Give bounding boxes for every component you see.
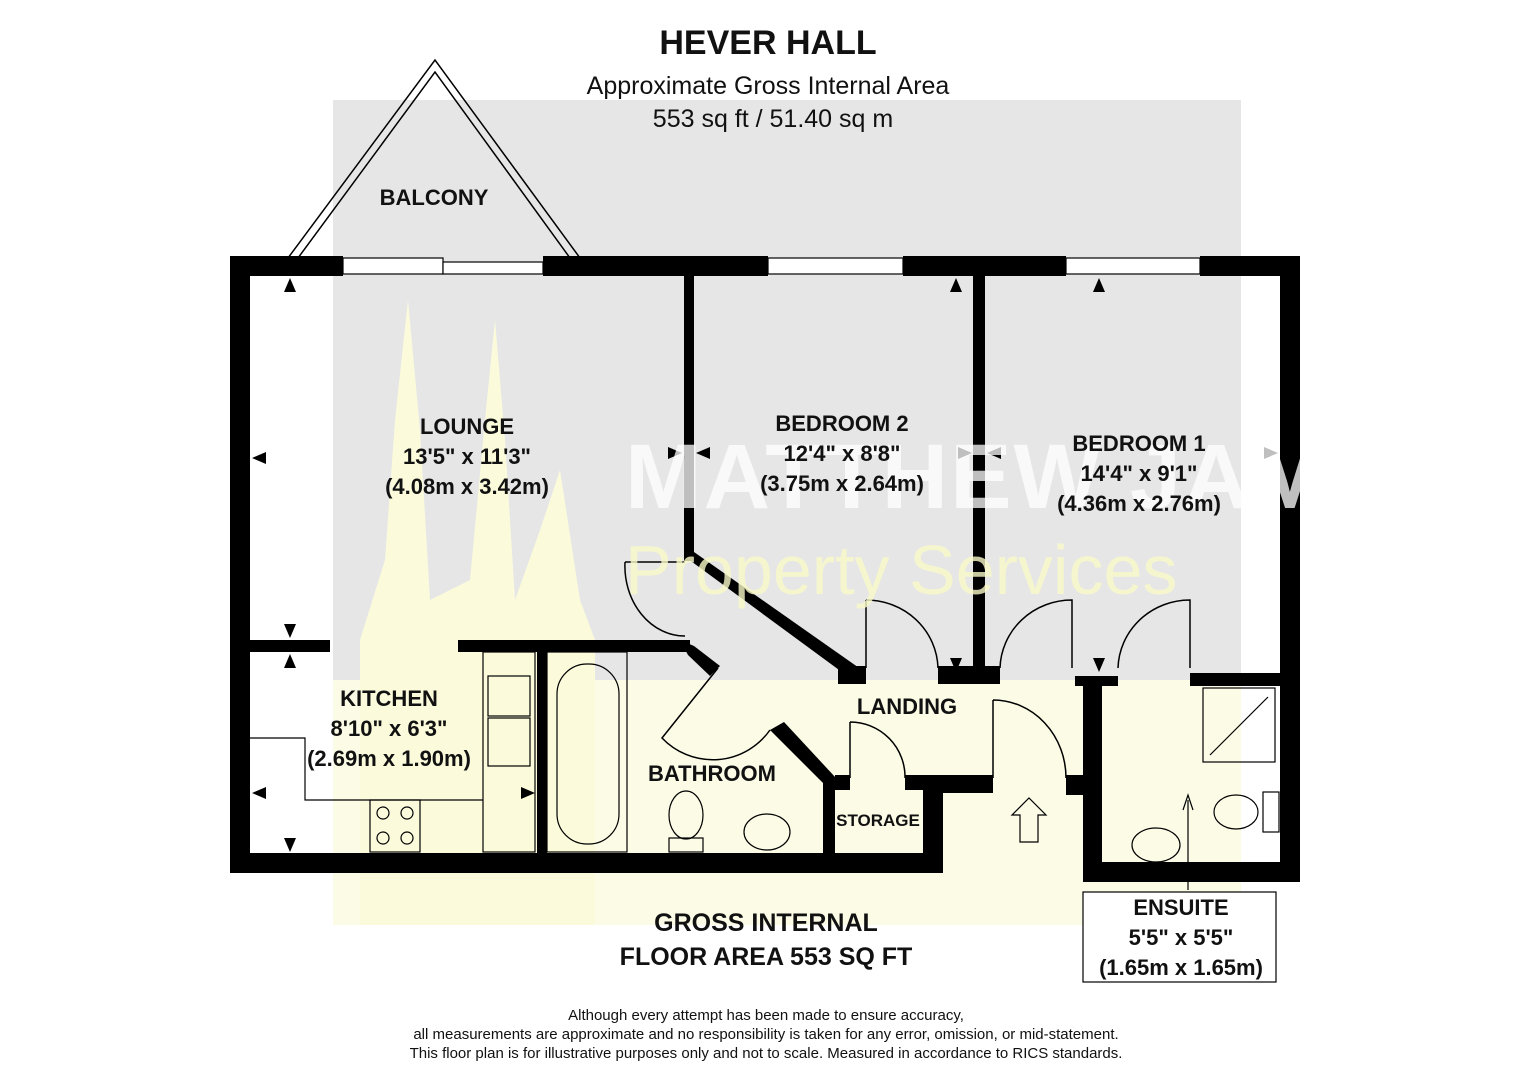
room-name: ENSUITE — [1133, 895, 1229, 920]
kitchen-counter — [482, 651, 536, 853]
room-name: BEDROOM 1 — [1072, 431, 1206, 456]
room-imperial: 12'4" x 8'8" — [783, 441, 901, 466]
room-label-bedroom-2: BEDROOM 2 12'4" x 8'8" (3.75m x 2.64m) — [760, 409, 924, 499]
room-label-bathroom: BATHROOM — [648, 761, 776, 786]
room-label-kitchen: KITCHEN 8'10" x 6'3" (2.69m x 1.90m) — [307, 684, 471, 774]
windows — [342, 257, 1201, 275]
bath-icon — [546, 651, 628, 853]
toilet-icon — [668, 790, 704, 840]
room-label-balcony: BALCONY — [379, 185, 489, 210]
balcony-outline — [287, 58, 581, 259]
room-metric: (4.08m x 3.42m) — [385, 474, 549, 499]
basin-icon — [743, 813, 791, 851]
room-imperial: 13'5" x 11'3" — [403, 444, 531, 469]
room-name: LOUNGE — [419, 414, 515, 439]
entrance-arrow-icon — [1010, 797, 1048, 843]
watermark-logo-subtext: Property Services — [625, 531, 1178, 609]
room-label-bedroom-1: BEDROOM 1 14'4" x 9'1" (4.36m x 2.76m) — [1057, 429, 1221, 519]
gross-area-line-1: GROSS INTERNAL — [654, 909, 878, 937]
watermark-logo-text: MATTHEW JAMES — [625, 426, 1457, 528]
room-name: KITCHEN — [340, 686, 438, 711]
disclaimer-line-1: Although every attempt has been made to … — [568, 1007, 964, 1024]
disclaimer: Although every attempt has been made to … — [410, 1006, 1123, 1063]
drainer-icon — [487, 717, 531, 767]
ensuite-toilet-icon — [1213, 794, 1259, 830]
dimension-arrows — [252, 278, 1278, 852]
room-label-landing: LANDING — [856, 694, 958, 719]
room-metric: (3.75m x 2.64m) — [760, 471, 924, 496]
room-imperial: 14'4" x 9'1" — [1080, 461, 1198, 486]
disclaimer-line-3: This floor plan is for illustrative purp… — [409, 1045, 1123, 1062]
shower-icon — [1202, 687, 1276, 763]
room-label-lounge: LOUNGE 13'5" x 11'3" (4.08m x 3.42m) — [385, 412, 549, 502]
disclaimer-line-2: all measurements are approximate and no … — [413, 1026, 1119, 1043]
room-metric: (4.36m x 2.76m) — [1057, 491, 1221, 516]
subtitle: Approximate Gross Internal Area — [586, 72, 950, 100]
room-metric: (2.69m x 1.90m) — [307, 746, 471, 771]
sink-icon — [487, 675, 531, 717]
room-label-ensuite: ENSUITE 5'5" x 5'5" (1.65m x 1.65m) — [1099, 893, 1263, 983]
area-summary: 553 sq ft / 51.40 sq m — [652, 105, 894, 133]
gross-area-line-2: FLOOR AREA 553 SQ FT — [619, 943, 913, 971]
fixtures — [250, 651, 1280, 983]
page-title: HEVER HALL — [659, 24, 877, 62]
ensuite-basin-icon — [1131, 827, 1181, 863]
gross-internal-area: GROSS INTERNAL FLOOR AREA 553 SQ FT — [620, 906, 913, 974]
room-imperial: 8'10" x 6'3" — [330, 716, 448, 741]
watermark-spires-logo — [360, 300, 595, 925]
room-metric: (1.65m x 1.65m) — [1099, 955, 1263, 980]
ensuite-label-box — [1082, 891, 1277, 983]
doors — [624, 561, 1191, 779]
room-name: BEDROOM 2 — [775, 411, 909, 436]
walls — [230, 256, 1300, 882]
room-label-storage: STORAGE — [836, 811, 920, 830]
room-imperial: 5'5" x 5'5" — [1128, 925, 1234, 950]
